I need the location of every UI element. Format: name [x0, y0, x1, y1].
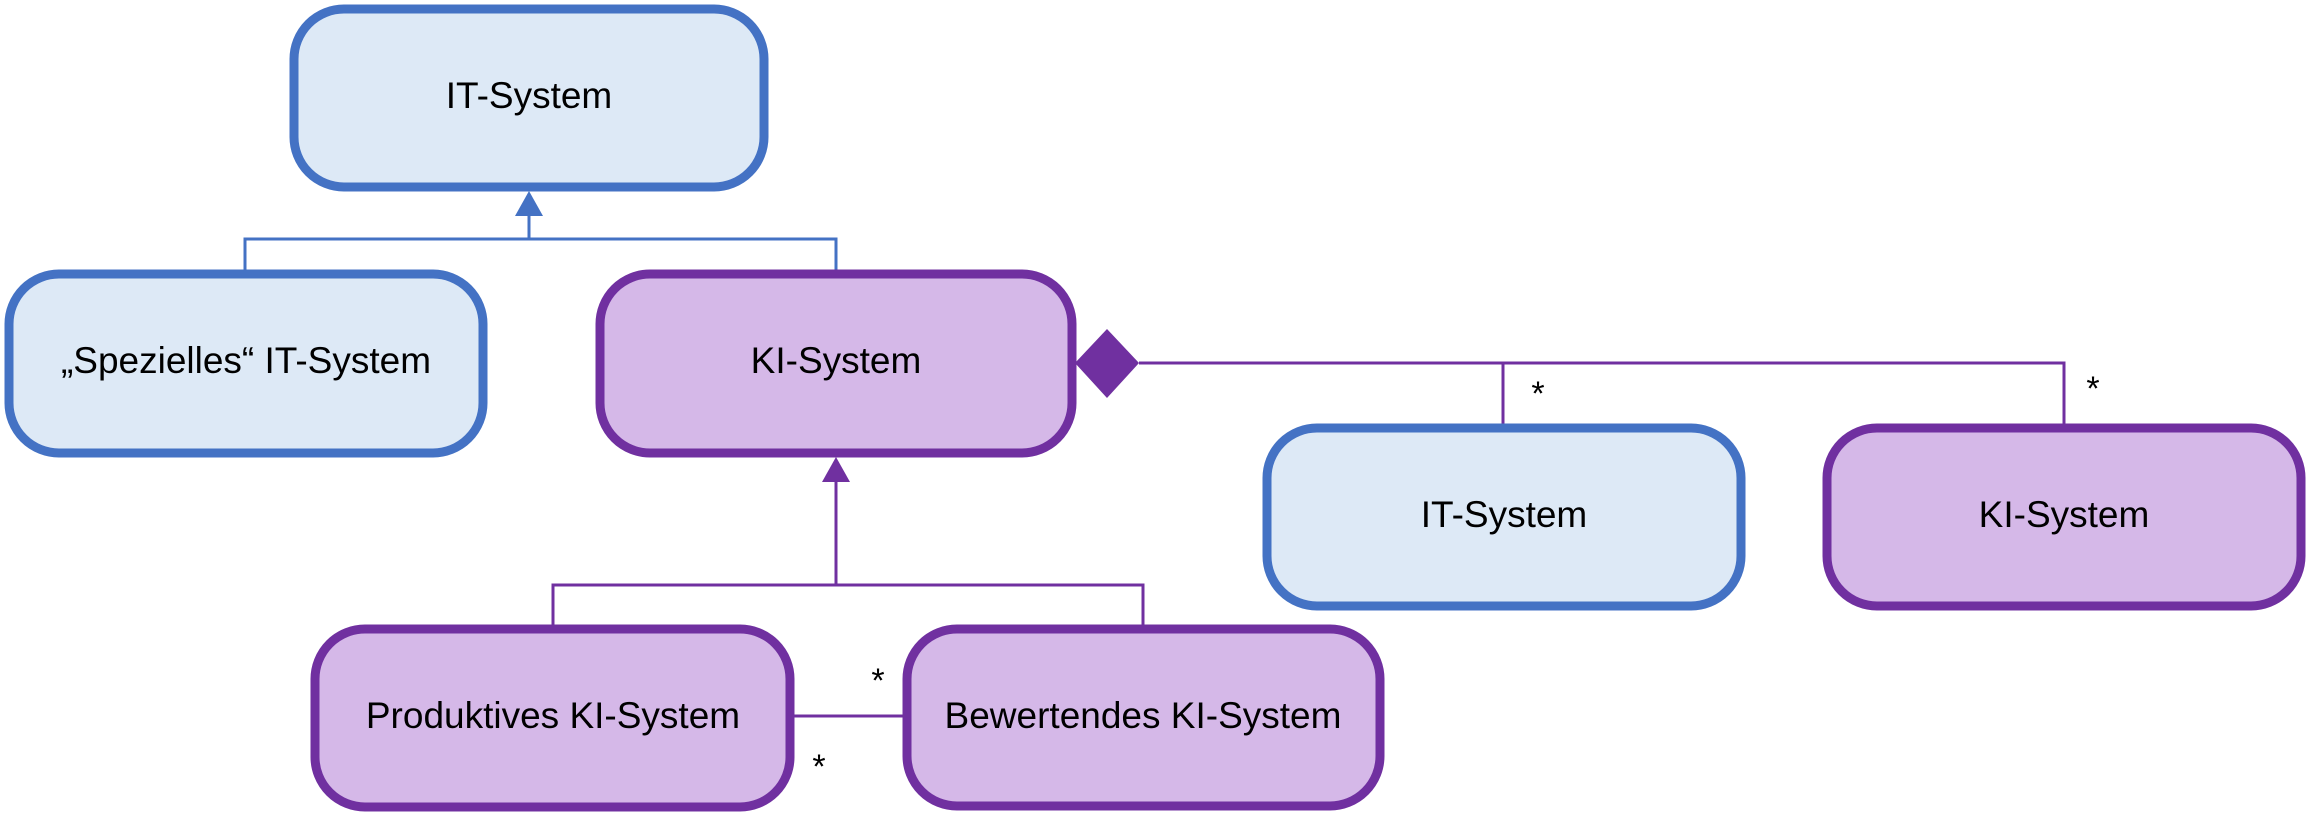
composition-diamond-icon — [1075, 329, 1139, 398]
composition-connector — [1139, 361, 2066, 426]
node-label: IT-System — [446, 75, 613, 116]
generalization-it-system — [243, 191, 838, 272]
composition-ki-system — [1075, 329, 2066, 426]
generalization-arrowhead-icon — [515, 191, 543, 216]
node-label: „Spezielles“ IT-System — [61, 340, 431, 381]
node-it-system-part[interactable]: IT-System — [1262, 423, 1746, 611]
generalization-connector-left — [243, 237, 838, 272]
multiplicity-comp-it: * — [1531, 375, 1544, 413]
generalization-ki-arrowhead-icon — [822, 457, 850, 482]
multiplicity-assoc-produktives: * — [812, 748, 825, 786]
node-label: KI-System — [751, 340, 922, 381]
multiplicity-assoc-bewertendes: * — [871, 662, 884, 700]
node-spezielles-it-system[interactable]: „Spezielles“ IT-System — [4, 269, 488, 458]
node-label: KI-System — [1979, 494, 2150, 535]
node-ki-system-part[interactable]: KI-System — [1822, 423, 2306, 611]
generalization-ki-connector — [551, 583, 1145, 627]
node-produktives-ki-system[interactable]: Produktives KI-System — [310, 624, 795, 812]
node-bewertendes-ki-system[interactable]: Bewertendes KI-System — [902, 624, 1385, 811]
generalization-ki-system — [551, 457, 1145, 627]
node-ki-system[interactable]: KI-System — [595, 269, 1077, 458]
multiplicity-comp-ki: * — [2086, 370, 2099, 408]
node-label: Bewertendes KI-System — [945, 695, 1342, 736]
node-label: IT-System — [1421, 494, 1588, 535]
node-it-system-top[interactable]: IT-System — [289, 4, 769, 192]
node-label: Produktives KI-System — [366, 695, 740, 736]
